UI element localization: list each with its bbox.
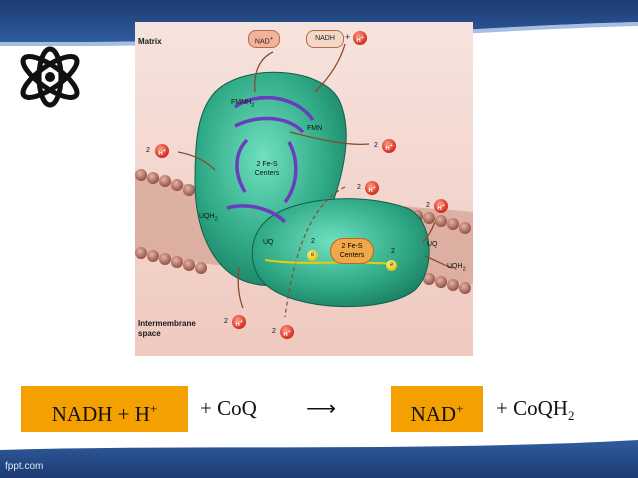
coef-2: 2 (391, 248, 395, 255)
coef-2: 2 (272, 328, 276, 335)
uqh2-label: UQH2 (199, 213, 218, 223)
electron-left: e (307, 250, 318, 261)
fmn-label: FMN (307, 125, 323, 132)
nad-plus-badge: NAD+ (248, 30, 280, 48)
equation-coqh2: + CoQH2 (496, 396, 575, 423)
electron-transport-figure: Matrix Intermembrane space NAD+ NADH + H… (135, 22, 473, 356)
nadh-badge: NADH (306, 30, 344, 48)
fmnh2-label: FMNH2 (231, 99, 255, 109)
h-ion-bottom: H+ (280, 325, 294, 339)
equation-arrow: ⟶ (306, 396, 337, 420)
coef-2: 2 (311, 238, 315, 245)
electron-right: e (386, 260, 397, 271)
uq-right-label: UQ (427, 241, 438, 248)
coef-2: 2 (426, 202, 430, 209)
footer-band (0, 440, 638, 478)
fes-centers-right: 2 Fe-S Centers (330, 238, 374, 264)
equation-product-box: NAD+ (391, 386, 483, 432)
coef-2: 2 (146, 147, 150, 154)
uqh2-right-label: UQH2 (447, 263, 466, 273)
h-ion-matrix: H+ (353, 31, 367, 45)
h-ion-right: H+ (434, 199, 448, 213)
equation-reactant-box: NADH + H+ (21, 386, 188, 432)
uq-label: UQ (263, 239, 274, 246)
h-ion-bottom-left: H+ (232, 315, 246, 329)
h-ion-mid: H+ (365, 181, 379, 195)
intermembrane-label: Intermembrane space (138, 319, 196, 338)
coef-2: 2 (224, 318, 228, 325)
footer-text: fppt.com (5, 461, 44, 472)
h-ion-left: H+ (155, 144, 169, 158)
coef-2: 2 (357, 184, 361, 191)
fes-centers-left: 2 Fe-S Centers (254, 161, 280, 177)
equation-coq: + CoQ (200, 396, 257, 420)
h-ion-fmn: H+ (382, 139, 396, 153)
matrix-label: Matrix (138, 37, 162, 46)
atom-icon (20, 46, 80, 108)
plus-sign: + (345, 32, 351, 42)
complex-diagram (135, 22, 473, 356)
coef-2: 2 (374, 142, 378, 149)
